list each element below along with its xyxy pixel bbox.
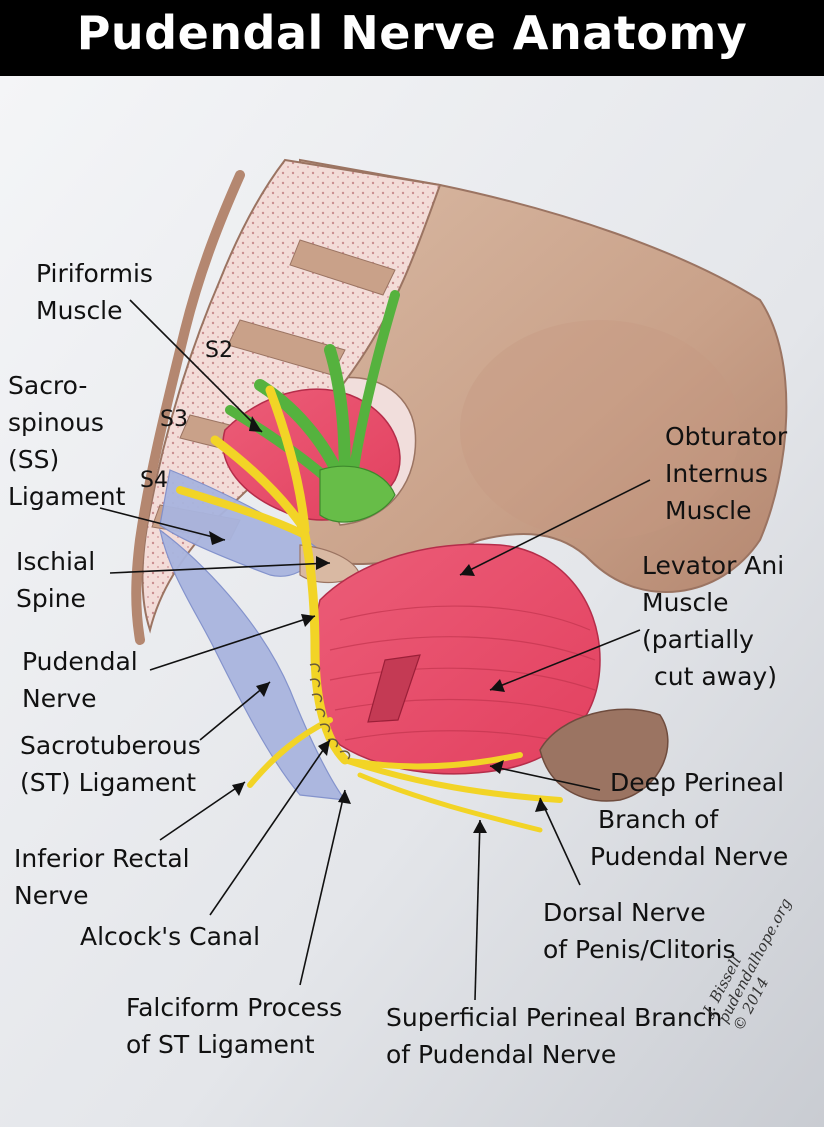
label-ischial-spine: Ischial Spine	[16, 547, 96, 613]
label-inferior-rectal: Inferior Rectal Nerve	[14, 844, 190, 910]
label-deep-perineal: Deep Perineal Branch of Pudendal Nerve	[590, 768, 789, 871]
label-superficial-perineal: Superficial Perineal Branch of Pudendal …	[386, 1003, 723, 1069]
leader-arrowheads	[209, 416, 548, 833]
level-s3: S3	[160, 407, 188, 432]
page-title: Pudendal Nerve Anatomy	[76, 6, 748, 60]
cut-away-section	[367, 654, 421, 723]
label-levator-ani: Levator Ani Muscle (partially cut away)	[642, 551, 785, 691]
obturator-internus-shade	[460, 320, 740, 540]
level-s2: S2	[205, 338, 233, 363]
label-pudendal-nerve: Pudendal Nerve	[22, 647, 138, 713]
label-falciform: Falciform Process of ST Ligament	[126, 993, 343, 1059]
label-sacrotuberous: Sacrotuberous (ST) Ligament	[20, 731, 201, 797]
label-obturator: Obturator Internus Muscle	[665, 422, 788, 525]
pudendal-nerve-yellow	[176, 385, 563, 833]
label-piriformis: Piriformis Muscle	[36, 259, 153, 325]
label-alcocks-canal: Alcock's Canal	[80, 922, 261, 951]
alcocks-canal-coils	[309, 663, 351, 760]
label-dorsal-nerve: Dorsal Nerve of Penis/Clitoris	[543, 898, 736, 964]
rectum-cut	[539, 708, 669, 802]
levator-fibers	[329, 605, 596, 746]
sacral-band	[289, 239, 396, 296]
sacral-edge	[131, 170, 245, 645]
title-bar	[0, 0, 824, 76]
label-sacrospinous: Sacro- spinous (SS) Ligament	[8, 371, 126, 511]
level-s4: S4	[140, 468, 168, 493]
leader-lines	[99, 299, 651, 1001]
sciatic-bundle	[319, 465, 396, 523]
